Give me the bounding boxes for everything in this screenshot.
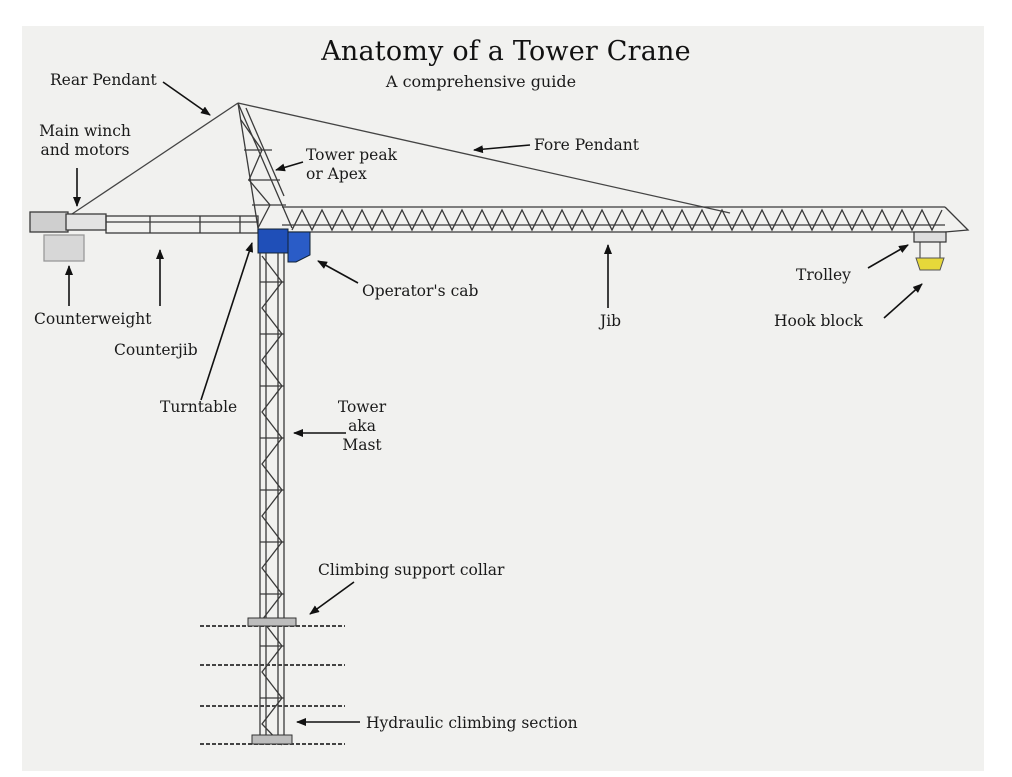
pendants bbox=[71, 102, 731, 215]
label-tower-line1: Tower bbox=[337, 398, 387, 416]
counterjib bbox=[29, 211, 259, 262]
diagram-sheet bbox=[22, 26, 984, 771]
label-rear-pendant: Rear Pendant bbox=[50, 71, 157, 89]
rear-pendant-arrow bbox=[162, 81, 211, 116]
rear-pendant-line bbox=[71, 102, 239, 215]
collar-arrow bbox=[309, 581, 355, 615]
label-main-winch-line1: Main winch bbox=[39, 122, 131, 140]
operators-cab bbox=[287, 231, 311, 263]
trolley-arrow bbox=[867, 244, 909, 269]
climbing-support-collar bbox=[247, 617, 297, 627]
turntable bbox=[257, 228, 289, 254]
label-tower-line3: Mast bbox=[342, 436, 382, 454]
hydraulic-climbing-frame bbox=[251, 734, 293, 745]
tower-peak-arrow bbox=[275, 161, 304, 172]
label-hook-block: Hook block bbox=[774, 312, 863, 330]
hook-block bbox=[915, 257, 945, 271]
label-tower-peak: Tower peak or Apex bbox=[306, 146, 397, 184]
label-operators-cab: Operator's cab bbox=[362, 282, 479, 300]
fore-pendant-arrow bbox=[473, 144, 531, 154]
label-main-winch: Main winch and motors bbox=[30, 122, 140, 160]
label-counterweight: Counterweight bbox=[34, 310, 152, 328]
label-arrows bbox=[65, 81, 923, 726]
label-climbing-support-collar: Climbing support collar bbox=[318, 561, 505, 579]
label-main-winch-line2: and motors bbox=[40, 141, 130, 159]
label-tower-peak-line2: or Apex bbox=[306, 165, 367, 183]
label-turntable: Turntable bbox=[160, 398, 238, 416]
trolley bbox=[913, 231, 947, 258]
label-jib: Jib bbox=[600, 312, 622, 330]
tower-peak bbox=[237, 102, 293, 229]
tower-mast bbox=[259, 253, 285, 746]
label-tower-line2: aka bbox=[348, 417, 376, 435]
label-fore-pendant: Fore Pendant bbox=[534, 136, 640, 154]
diagram-subtitle: A comprehensive guide bbox=[385, 72, 577, 91]
operators-cab-arrow bbox=[317, 260, 359, 284]
label-tower-peak-line1: Tower peak bbox=[306, 146, 397, 164]
fore-pendant-line bbox=[237, 102, 731, 214]
turntable-arrow bbox=[200, 242, 254, 401]
jib bbox=[282, 206, 970, 233]
label-tower: Tower aka Mast bbox=[334, 398, 390, 455]
hook-block-arrow bbox=[883, 283, 923, 319]
label-counterjib: Counterjib bbox=[114, 341, 198, 359]
label-hydraulic-climbing-section: Hydraulic climbing section bbox=[366, 714, 578, 732]
label-trolley: Trolley bbox=[796, 266, 851, 284]
diagram-title: Anatomy of a Tower Crane bbox=[321, 36, 691, 67]
